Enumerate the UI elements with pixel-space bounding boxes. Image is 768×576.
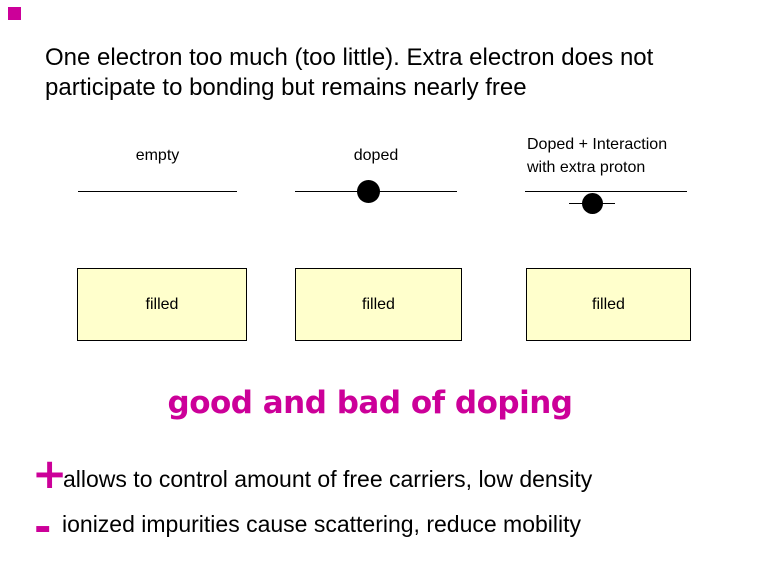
energy-level-line-doped-proton <box>525 191 687 192</box>
filled-band-box-1: filled <box>77 268 247 341</box>
column-label-doped-proton: Doped + Interaction with extra proton <box>527 133 667 179</box>
electron-dot-bound <box>582 193 603 214</box>
section-heading: good and bad of doping <box>167 385 573 421</box>
filled-band-box-3: filled <box>526 268 691 341</box>
pro-point-text: allows to control amount of free carrier… <box>63 466 593 492</box>
slide-title-line2: participate to bonding but remains nearl… <box>45 74 527 101</box>
con-point-text: ionized impurities cause scattering, red… <box>62 511 582 537</box>
energy-level-line-empty <box>78 191 237 192</box>
filled-band-label-1: filled <box>145 295 179 313</box>
column-label-doped-proton-line1: Doped + Interaction <box>527 136 668 153</box>
column-label-doped-proton-line2: with extra proton <box>527 159 646 176</box>
filled-band-box-2: filled <box>295 268 462 341</box>
corner-decoration-square <box>8 7 21 20</box>
electron-dot-doped <box>357 180 380 203</box>
slide-title: One electron too much (too little). Extr… <box>45 43 735 103</box>
filled-band-label-2: filled <box>362 295 395 313</box>
column-label-empty: empty <box>135 147 180 164</box>
column-label-doped: doped <box>353 147 399 164</box>
minus-sign: - <box>34 502 52 551</box>
plus-sign: + <box>32 449 68 498</box>
slide-title-line1: One electron too much (too little). Extr… <box>45 44 654 71</box>
filled-band-label-3: filled <box>592 295 625 313</box>
